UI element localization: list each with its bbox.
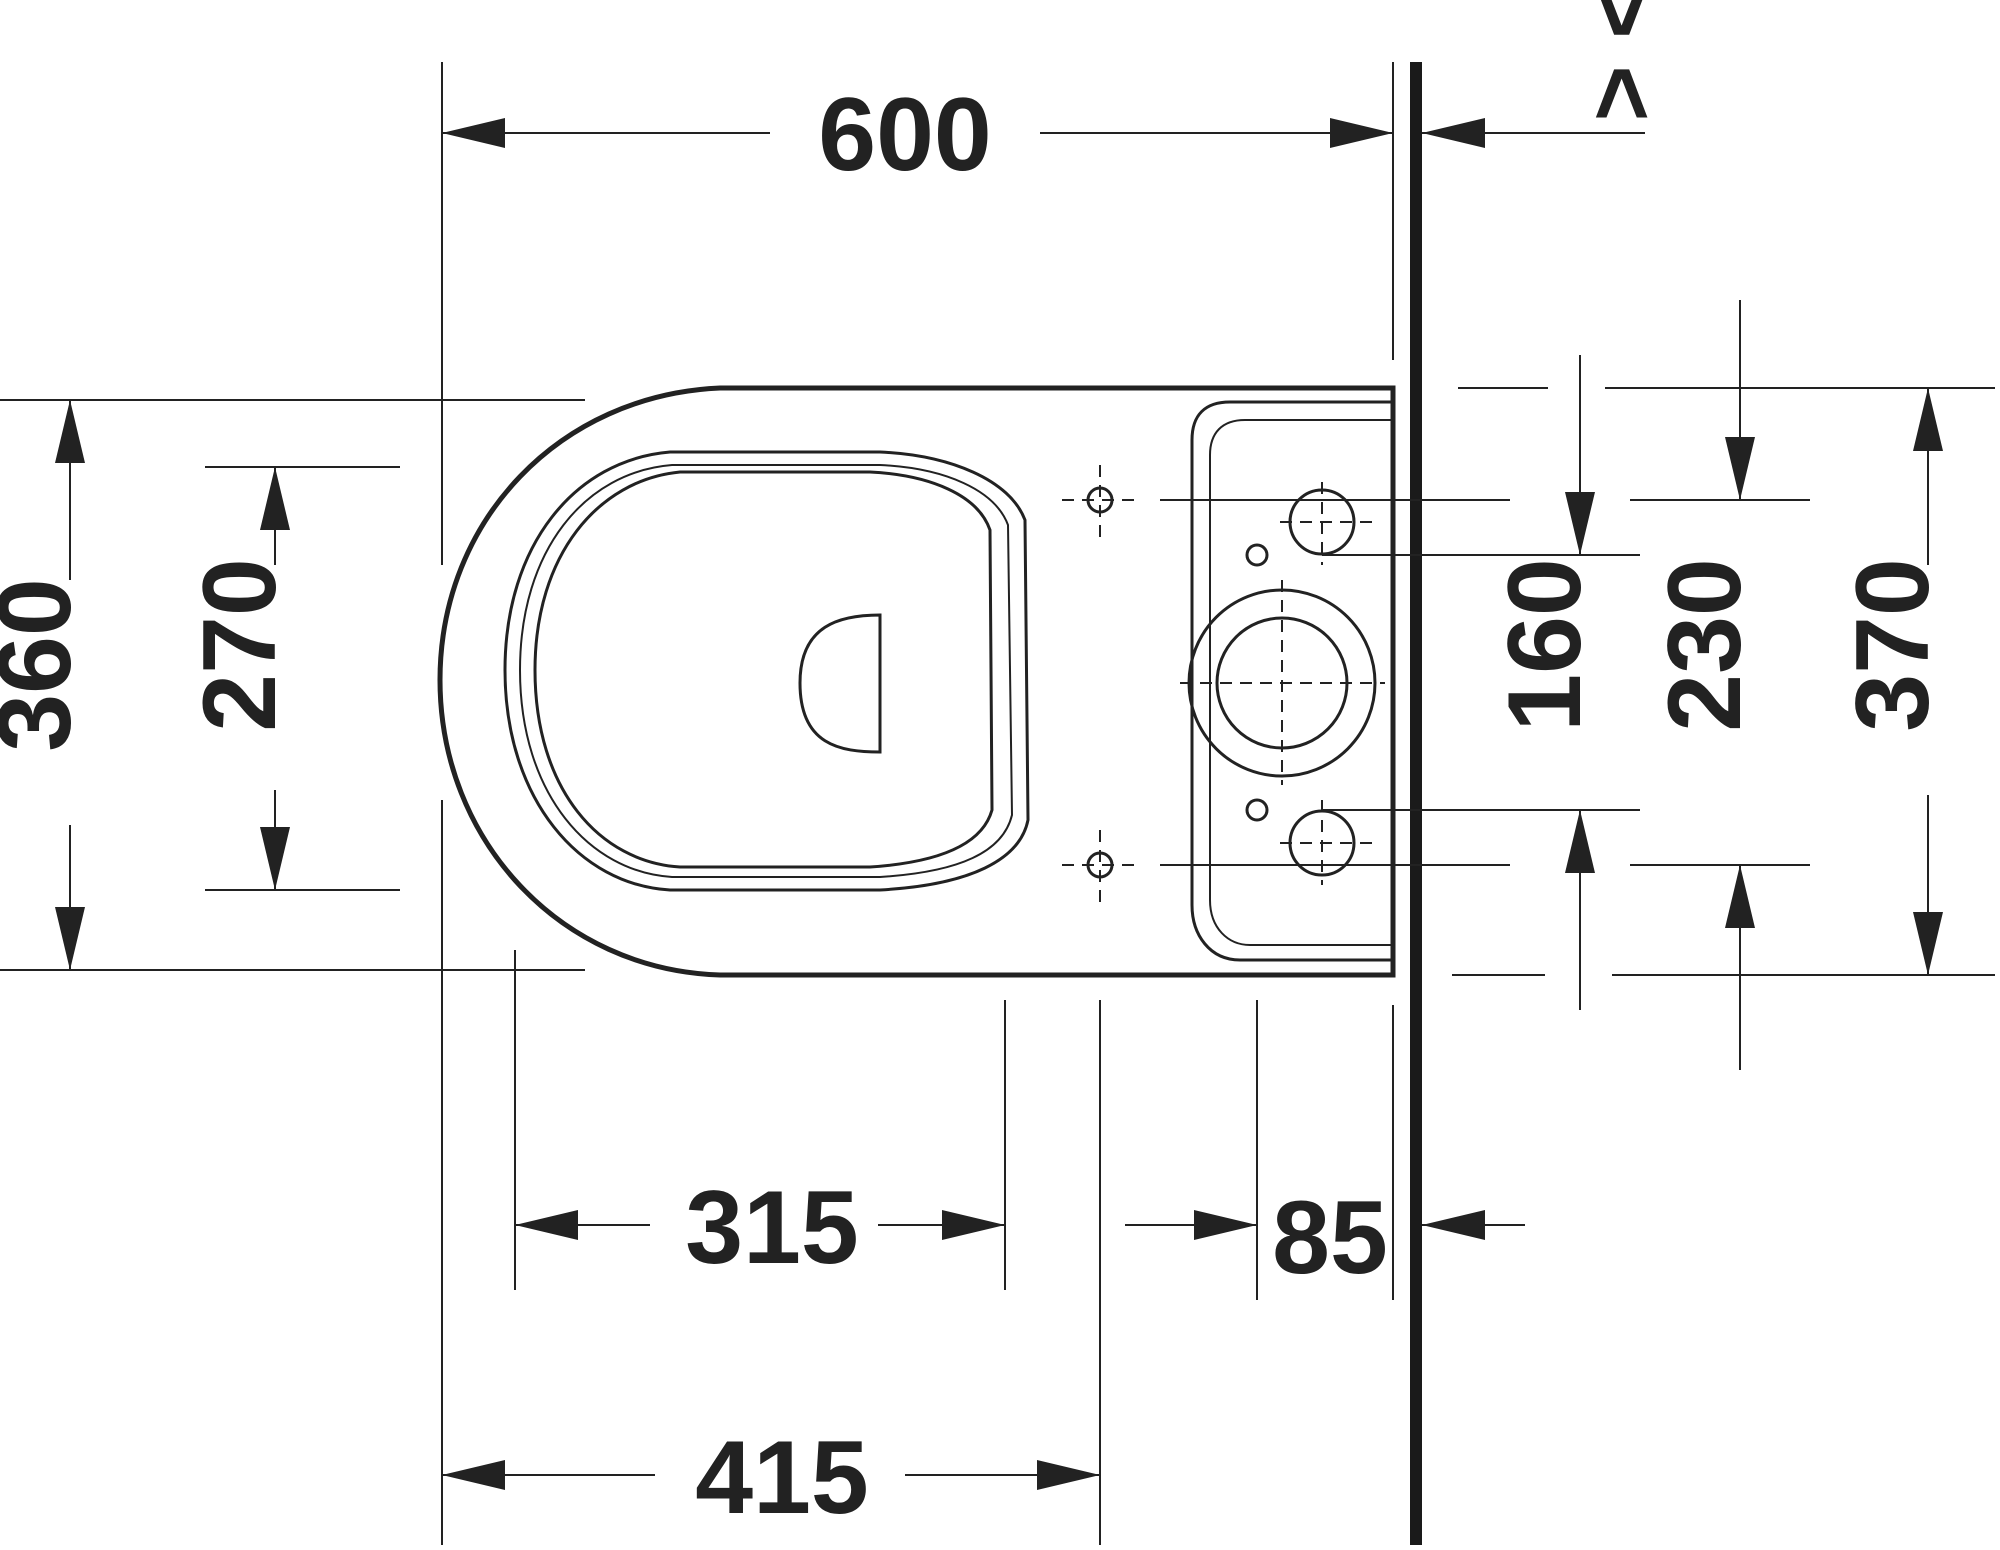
arrow-360-top <box>55 400 85 463</box>
arrow-270-bottom <box>260 827 290 890</box>
dim-label-230: 230 <box>1647 558 1763 732</box>
bowl-rim-outer <box>503 450 1030 892</box>
dim-label-315: 315 <box>685 1170 859 1286</box>
dim-label-160: 160 <box>1487 558 1603 732</box>
waste-opening <box>798 613 882 754</box>
arrow-230-top <box>1725 437 1755 500</box>
arrow-230-bottom <box>1725 865 1755 928</box>
arrow-600-right <box>1330 118 1393 148</box>
arrow-160-bottom <box>1565 810 1595 873</box>
dim-label-370: 370 <box>1835 558 1951 732</box>
arrow-415-right <box>1037 1460 1100 1490</box>
arrow-160-top <box>1565 492 1595 555</box>
arrow-270-top <box>260 467 290 530</box>
dim-label-270: 270 <box>182 558 298 732</box>
arrow-415-left <box>442 1460 505 1490</box>
arrow-315-right <box>942 1210 1005 1240</box>
arrow-85-right <box>1422 1210 1485 1240</box>
arrow-360-bottom <box>55 907 85 970</box>
arrow-370-bottom <box>1913 912 1943 975</box>
tank-outline <box>1190 400 1393 962</box>
dim-label-85: 85 <box>1272 1180 1388 1296</box>
wall-symbol: > < <box>1569 0 1676 121</box>
fixing-hole-bottom <box>1245 798 1269 822</box>
arrow-wall-top <box>1422 118 1485 148</box>
bowl-rim-inner <box>518 464 1014 878</box>
toilet-outline <box>437 385 1396 978</box>
arrow-370-top <box>1913 388 1943 451</box>
dim-label-360: 360 <box>0 578 93 752</box>
fixing-hole-top <box>1245 543 1269 567</box>
tank-inner-outline <box>1209 419 1393 946</box>
arrow-85-left <box>1194 1210 1257 1240</box>
arrow-600-left <box>442 118 505 148</box>
arrow-315-left <box>515 1210 578 1240</box>
bowl-inner <box>533 470 994 869</box>
dim-label-600: 600 <box>818 77 992 193</box>
dim-label-415: 415 <box>695 1420 869 1536</box>
